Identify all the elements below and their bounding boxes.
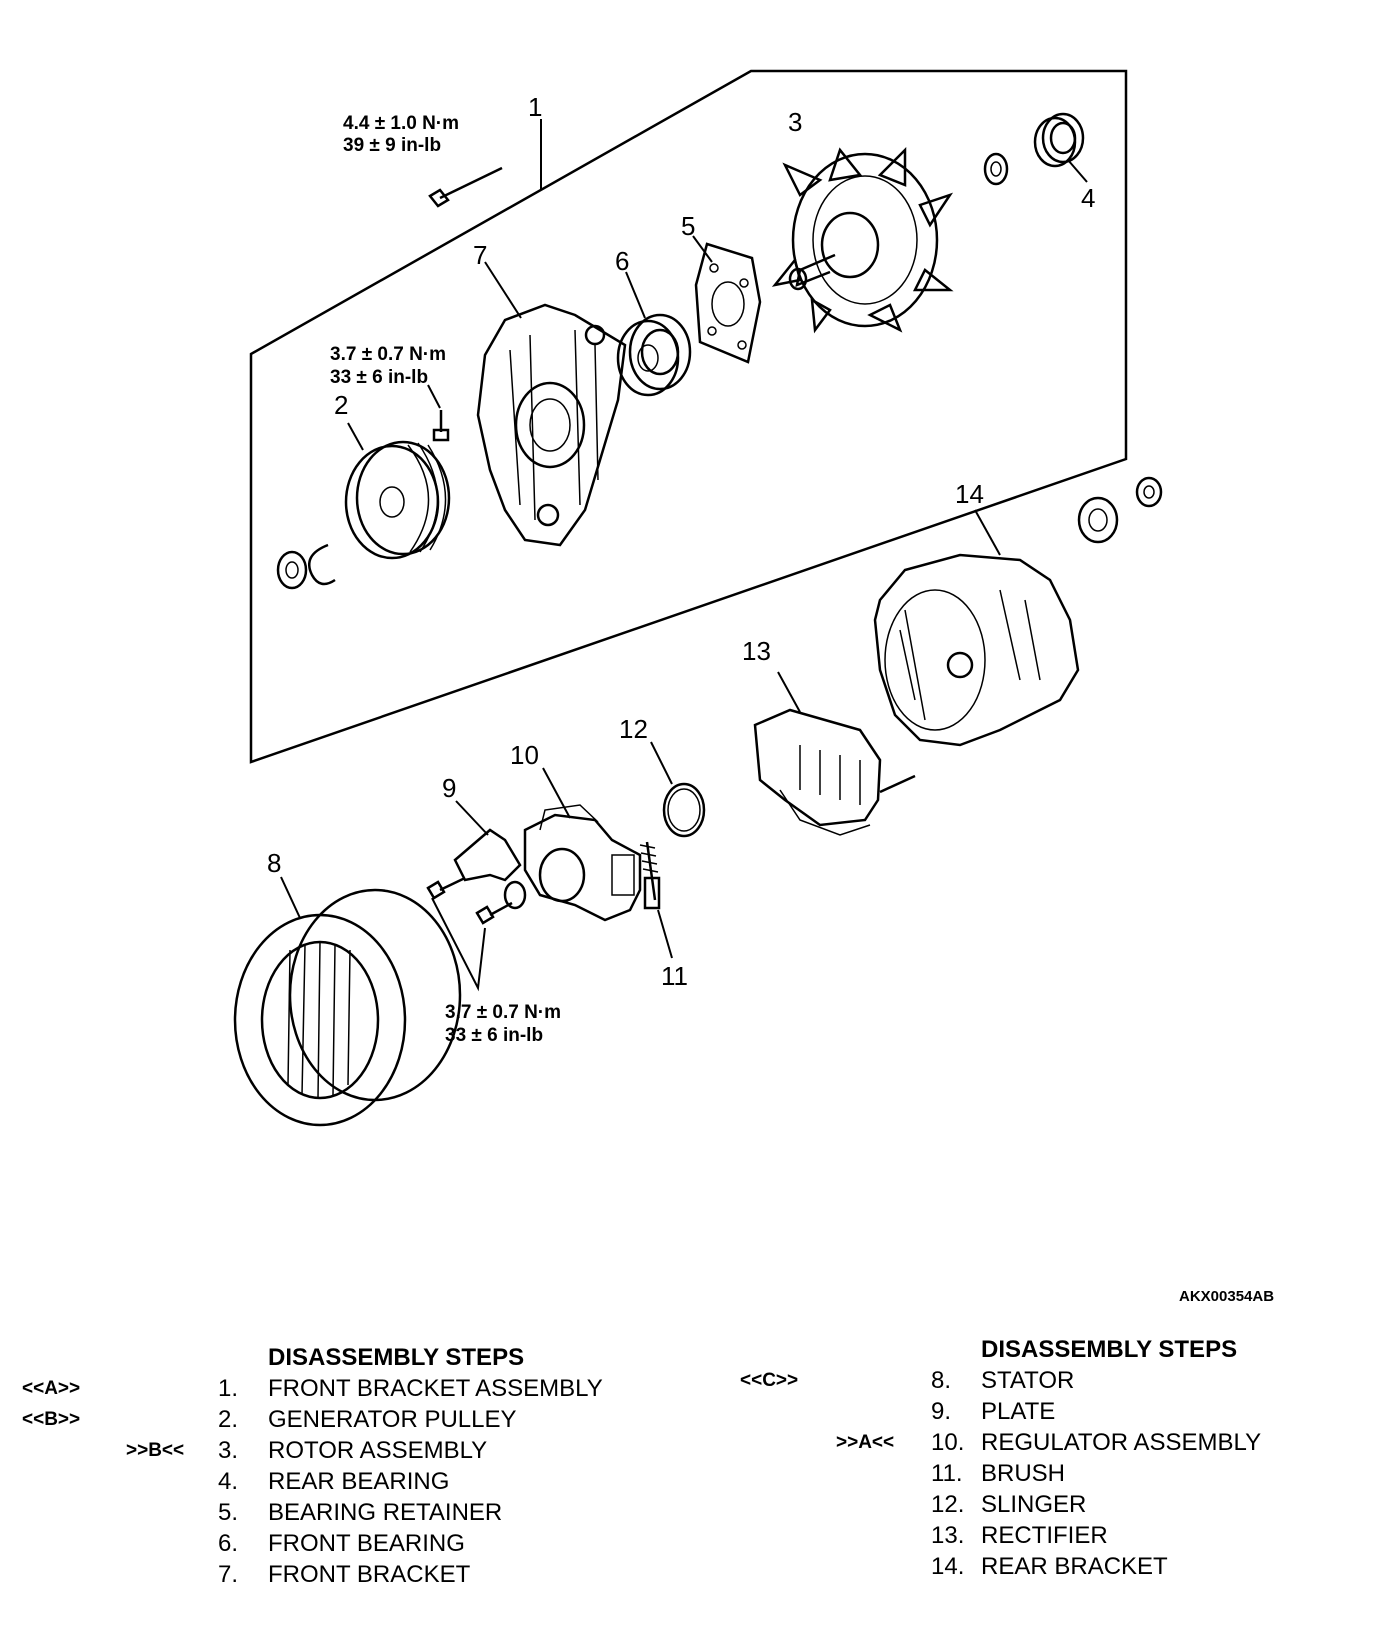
- step-number: 12.: [931, 1491, 965, 1518]
- callout-4: 4: [1081, 183, 1095, 213]
- step-name: REGULATOR ASSEMBLY: [981, 1429, 1262, 1456]
- regulator-assembly: [523, 804, 642, 922]
- callout-2: 2: [334, 390, 348, 420]
- step-number: 6.: [218, 1530, 239, 1557]
- steps-left-title: DISASSEMBLY STEPS: [268, 1344, 525, 1371]
- step-number: 5.: [218, 1499, 239, 1526]
- step-name: FRONT BRACKET ASSEMBLY: [268, 1375, 603, 1402]
- step-mark: >>B<<: [126, 1440, 185, 1461]
- rear-bracket-nut: [1077, 496, 1119, 544]
- step-name: RECTIFIER: [981, 1522, 1108, 1549]
- step-name: GENERATOR PULLEY: [268, 1406, 517, 1433]
- steps-right-title: DISASSEMBLY STEPS: [981, 1336, 1238, 1363]
- step-name: REAR BEARING: [268, 1468, 450, 1495]
- step-name: FRONT BEARING: [268, 1530, 465, 1557]
- step-name: PLATE: [981, 1398, 1056, 1425]
- slinger: [662, 782, 706, 838]
- step-mark: <<A>>: [22, 1378, 81, 1399]
- step-number: 11.: [931, 1460, 963, 1487]
- step-number: 10.: [931, 1429, 965, 1456]
- step-mark: >>A<<: [836, 1432, 895, 1453]
- callout-11: 11: [661, 961, 688, 991]
- front-bearing: [616, 313, 692, 397]
- rectifier: [753, 708, 916, 836]
- step-name: STATOR: [981, 1367, 1075, 1394]
- figure-code-label: AKX00354AB: [1179, 1288, 1275, 1305]
- step-name: REAR BRACKET: [981, 1553, 1168, 1580]
- washer: [983, 152, 1009, 186]
- step-name: BEARING RETAINER: [268, 1499, 503, 1526]
- step-number: 9.: [931, 1398, 952, 1425]
- plate: [453, 828, 527, 910]
- torque-pulley-bolt-inlb: 33 ± 6 in-lb: [330, 367, 428, 388]
- callout-13: 13: [742, 636, 771, 666]
- callout-12: 12: [619, 714, 648, 744]
- rear-bracket: [873, 553, 1080, 747]
- rear-bearing: [1033, 112, 1085, 168]
- step-number: 13.: [931, 1522, 965, 1549]
- torque-front-bolt-inlb: 39 ± 9 in-lb: [343, 135, 441, 156]
- torque-regulator-bolts-inlb: 33 ± 6 in-lb: [445, 1025, 543, 1046]
- stator: [233, 888, 462, 1127]
- exploded-view-diagram: 1 2 3 4 5 6 7 8 9 10 11 12 13 14 4.4 ± 1…: [233, 69, 1163, 1127]
- callout-3: 3: [788, 107, 802, 137]
- step-number: 1.: [218, 1375, 239, 1402]
- front-bracket-bolt: [428, 166, 503, 208]
- callout-9: 9: [442, 773, 456, 803]
- step-number: 3.: [218, 1437, 239, 1464]
- torque-front-bolt-nm: 4.4 ± 1.0 N·m: [343, 113, 459, 134]
- torque-pulley-bolt-nm: 3.7 ± 0.7 N·m: [330, 344, 446, 365]
- front-bracket: [476, 303, 627, 547]
- step-number: 8.: [931, 1367, 952, 1394]
- callout-7: 7: [473, 240, 487, 270]
- pulley-nut: [276, 550, 308, 590]
- rotor-assembly: [771, 146, 954, 334]
- lock-washer: [308, 543, 336, 586]
- front-bracket-assembly-frame: [249, 69, 1128, 764]
- callout-10: 10: [510, 740, 539, 770]
- step-number: 7.: [218, 1561, 239, 1588]
- step-number: 2.: [218, 1406, 239, 1433]
- rear-bracket-washer: [1135, 476, 1163, 508]
- generator-pulley: [344, 440, 451, 560]
- callout-8: 8: [267, 848, 281, 878]
- step-name: BRUSH: [981, 1460, 1066, 1487]
- step-name: SLINGER: [981, 1491, 1087, 1518]
- step-name: ROTOR ASSEMBLY: [268, 1437, 488, 1464]
- step-name: FRONT BRACKET: [268, 1561, 471, 1588]
- callout-5: 5: [681, 211, 695, 241]
- step-number: 4.: [218, 1468, 239, 1495]
- callout-1: 1: [528, 92, 542, 122]
- step-mark: <<B>>: [22, 1409, 81, 1430]
- step-mark: <<C>>: [740, 1370, 799, 1391]
- regulator-screw: [426, 876, 513, 925]
- brush: [639, 841, 661, 910]
- torque-regulator-bolts-nm: 3.7 ± 0.7 N·m: [445, 1002, 561, 1023]
- step-number: 14.: [931, 1553, 965, 1580]
- pulley-bolt: [432, 410, 450, 442]
- callout-14: 14: [955, 479, 984, 509]
- bearing-retainer: [694, 242, 762, 364]
- callout-6: 6: [615, 246, 629, 276]
